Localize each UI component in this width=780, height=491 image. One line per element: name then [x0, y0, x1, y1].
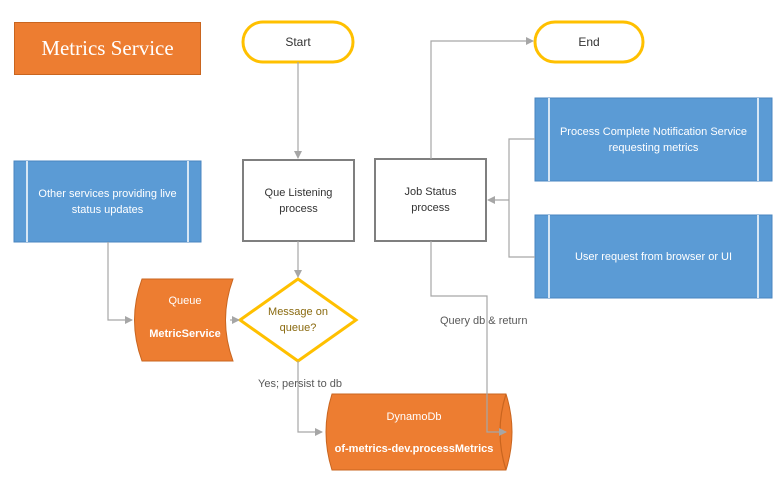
queue-shape [134, 278, 234, 362]
db-name-label: of-metrics-dev.processMetrics [334, 443, 494, 455]
edge-label-query-db: Query db & return [440, 315, 528, 327]
user-request-label: User request from browser or UI [574, 250, 733, 263]
edge-other-to-queue [107, 242, 133, 324]
queue-title-label: Queue [168, 295, 202, 307]
edge-decision-to-db [297, 361, 323, 436]
end-label: End [578, 35, 600, 49]
process-complete-label: Process Complete Notification Service re… [559, 125, 748, 154]
que-listening-label: Que Listening process [264, 186, 333, 215]
other-services-box [13, 160, 202, 243]
other-services-label: Other services providing live status upd… [38, 187, 177, 216]
job-status-label: Job Status process [404, 186, 457, 214]
queue-name-label: MetricService [149, 328, 221, 340]
start-label: Start [285, 35, 311, 49]
job-status-process [374, 158, 487, 242]
edge-services-to-job [508, 138, 535, 258]
page-title: Metrics Service [14, 22, 201, 75]
process-complete-box [534, 97, 773, 182]
decision-label: Message on queue? [268, 306, 328, 334]
dynamodb-cylinder [325, 393, 513, 471]
db-title-label: DynamoDb [386, 411, 442, 423]
end-node [533, 20, 645, 64]
edge-job-to-db [430, 241, 507, 436]
edge-label-yes-persist: Yes; persist to db [258, 378, 342, 390]
edge-job-to-end [430, 37, 534, 159]
